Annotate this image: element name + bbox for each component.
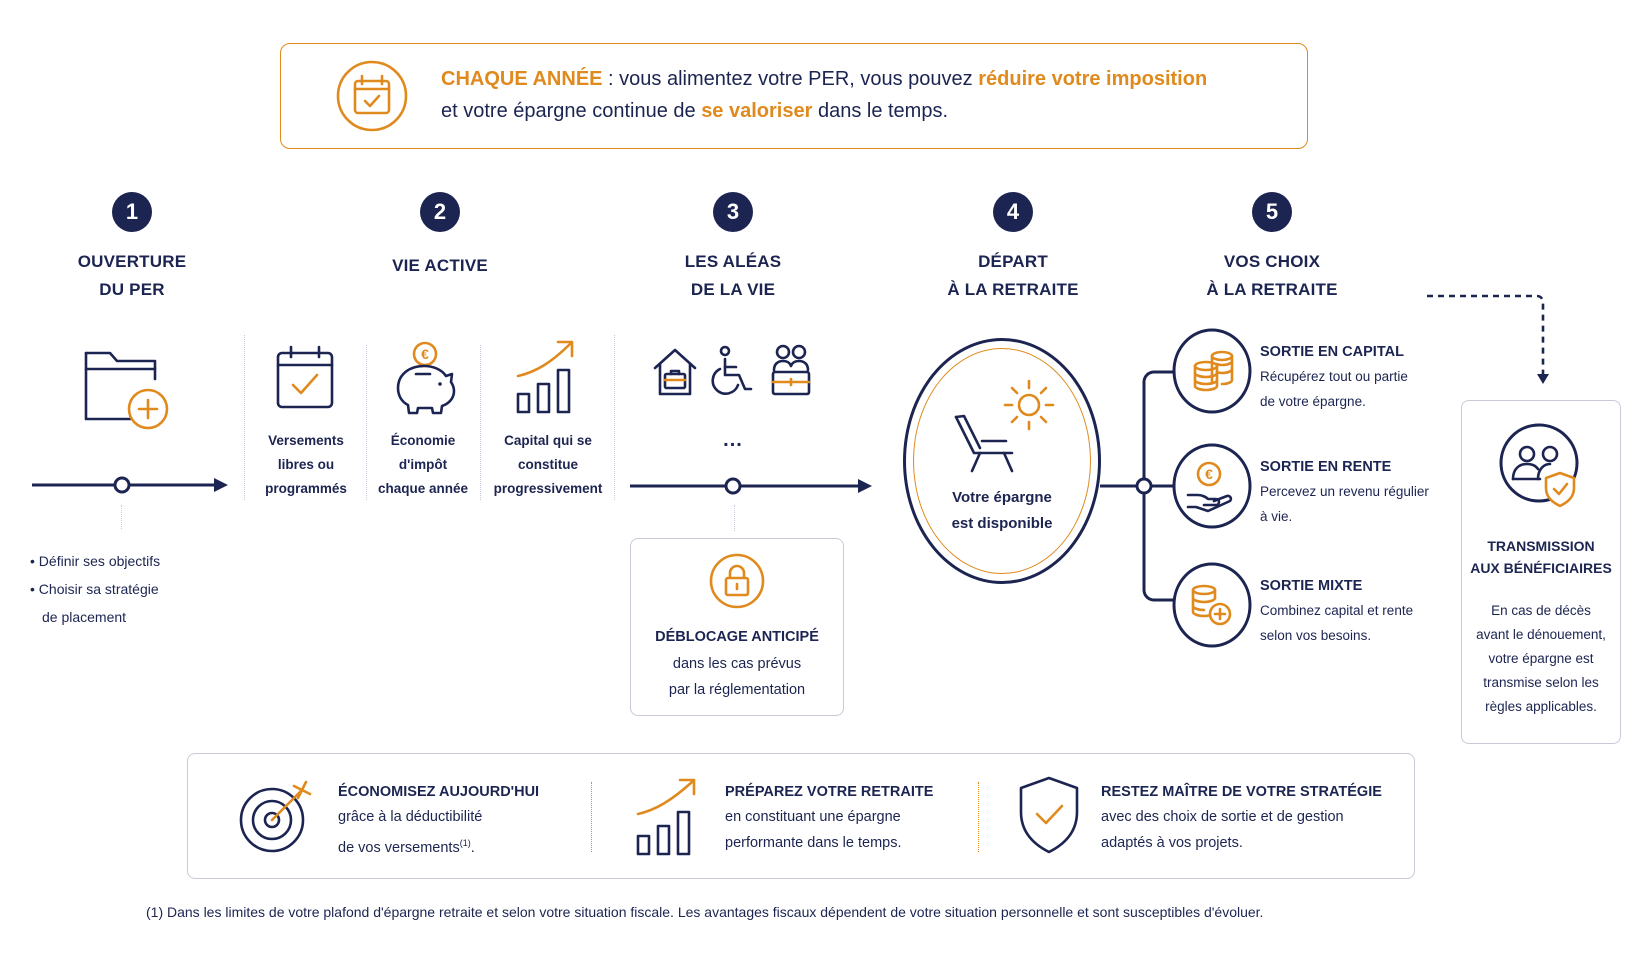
hand-euro-icon: € <box>1172 443 1252 529</box>
step-number-5: 5 <box>1252 192 1292 232</box>
step-number-2: 2 <box>420 192 460 232</box>
banner-text: : vous alimentez votre PER, vous pouvez <box>602 68 979 90</box>
timeline-arrow-1 <box>32 476 228 494</box>
choice-title: SORTIE EN CAPITAL <box>1260 344 1404 360</box>
calendar-check-icon <box>276 345 334 409</box>
choice-title: SORTIE MIXTE <box>1260 578 1363 594</box>
shield-check-icon <box>1019 776 1079 854</box>
dotted-connector <box>121 505 122 529</box>
divider <box>978 782 979 852</box>
banner-highlight-chaque-annee: CHAQUE ANNÉE <box>441 68 603 90</box>
folder-add-icon <box>84 351 169 430</box>
step-number-3: 3 <box>713 192 753 232</box>
benefit-preparez: PRÉPAREZ VOTRE RETRAITE en constituant u… <box>725 780 975 856</box>
house-suitcase-icon <box>653 348 697 396</box>
piggy-bank-euro-icon: € <box>396 341 456 415</box>
divider <box>244 335 245 500</box>
growth-chart-icon <box>636 778 696 856</box>
benefit-economisez: ÉCONOMISEZ AUJOURD'HUI grâce à la déduct… <box>338 780 578 861</box>
choices-connector <box>1100 370 1174 602</box>
svg-text:€: € <box>421 346 429 362</box>
banner-text: dans le temps. <box>812 100 949 122</box>
transmission-text: En cas de décès avant le dénouement, vot… <box>1476 603 1606 714</box>
beneficiaries-shield-icon <box>1499 423 1579 508</box>
growth-chart-icon <box>516 340 574 414</box>
divider <box>614 335 615 500</box>
banner-highlight-valoriser: se valoriser <box>701 100 813 122</box>
divider <box>591 782 592 852</box>
lock-icon <box>709 553 765 609</box>
alea-ellipsis: ... <box>723 429 743 451</box>
banner-highlight-imposition: réduire votre imposition <box>978 68 1208 90</box>
choice-capital: SORTIE EN CAPITAL Récupérez tout ou part… <box>1260 340 1450 414</box>
family-suitcase-icon <box>771 344 811 396</box>
banner-text: et votre épargne continue de <box>441 100 702 122</box>
banner-line-1: CHAQUE ANNÉE : vous alimentez votre PER,… <box>441 64 1207 94</box>
retraite-circle-inner <box>913 348 1091 574</box>
bullet-item: de placement <box>42 609 127 625</box>
deck-chair-icon <box>954 414 1014 473</box>
dashed-arrow <box>1427 294 1549 384</box>
wheelchair-icon <box>711 345 753 395</box>
calendar-check-icon <box>336 60 408 132</box>
footnote: (1) Dans les limites de votre plafond d'… <box>146 904 1264 920</box>
bullet-item: • Choisir sa stratégie <box>30 581 159 597</box>
benefit-text: avec des choix de sortie et de gestion a… <box>1101 809 1344 851</box>
step1-bullets: • Définir ses objectifs • Choisir sa str… <box>30 547 160 631</box>
step-number-4: 4 <box>993 192 1033 232</box>
banner-line-2: et votre épargne continue de se valorise… <box>441 96 948 126</box>
deblocage-title: DÉBLOCAGE ANTICIPÉ <box>655 629 819 645</box>
step-title-2: VIE ACTIVE <box>392 256 488 275</box>
benefit-title: RESTEZ MAÎTRE DE VOTRE STRATÉGIE <box>1101 784 1382 800</box>
sun-icon <box>1003 379 1055 431</box>
timeline-arrow-3 <box>630 477 872 495</box>
coins-plus-icon <box>1172 562 1252 648</box>
bullet-item: • Définir ses objectifs <box>30 553 161 569</box>
choice-rente: SORTIE EN RENTE Percevez un revenu régul… <box>1260 455 1460 529</box>
choice-title: SORTIE EN RENTE <box>1260 459 1392 475</box>
target-arrow-icon <box>239 780 312 853</box>
top-banner: CHAQUE ANNÉE : vous alimentez votre PER,… <box>280 43 1308 149</box>
benefit-text: grâce à la déductibilité de vos versemen… <box>338 809 483 856</box>
divider <box>480 345 481 500</box>
benefits-bar: ÉCONOMISEZ AUJOURD'HUI grâce à la déduct… <box>187 753 1415 879</box>
svg-text:€: € <box>1205 466 1213 482</box>
coins-stack-icon <box>1172 328 1252 414</box>
benefit-text: en constituant une épargne performante d… <box>725 809 902 851</box>
benefit-restez: RESTEZ MAÎTRE DE VOTRE STRATÉGIE avec de… <box>1101 780 1401 856</box>
divider <box>366 345 367 500</box>
dotted-connector <box>734 505 735 531</box>
benefit-title: PRÉPAREZ VOTRE RETRAITE <box>725 784 934 800</box>
step-number-1: 1 <box>112 192 152 232</box>
benefit-title: ÉCONOMISEZ AUJOURD'HUI <box>338 784 540 800</box>
